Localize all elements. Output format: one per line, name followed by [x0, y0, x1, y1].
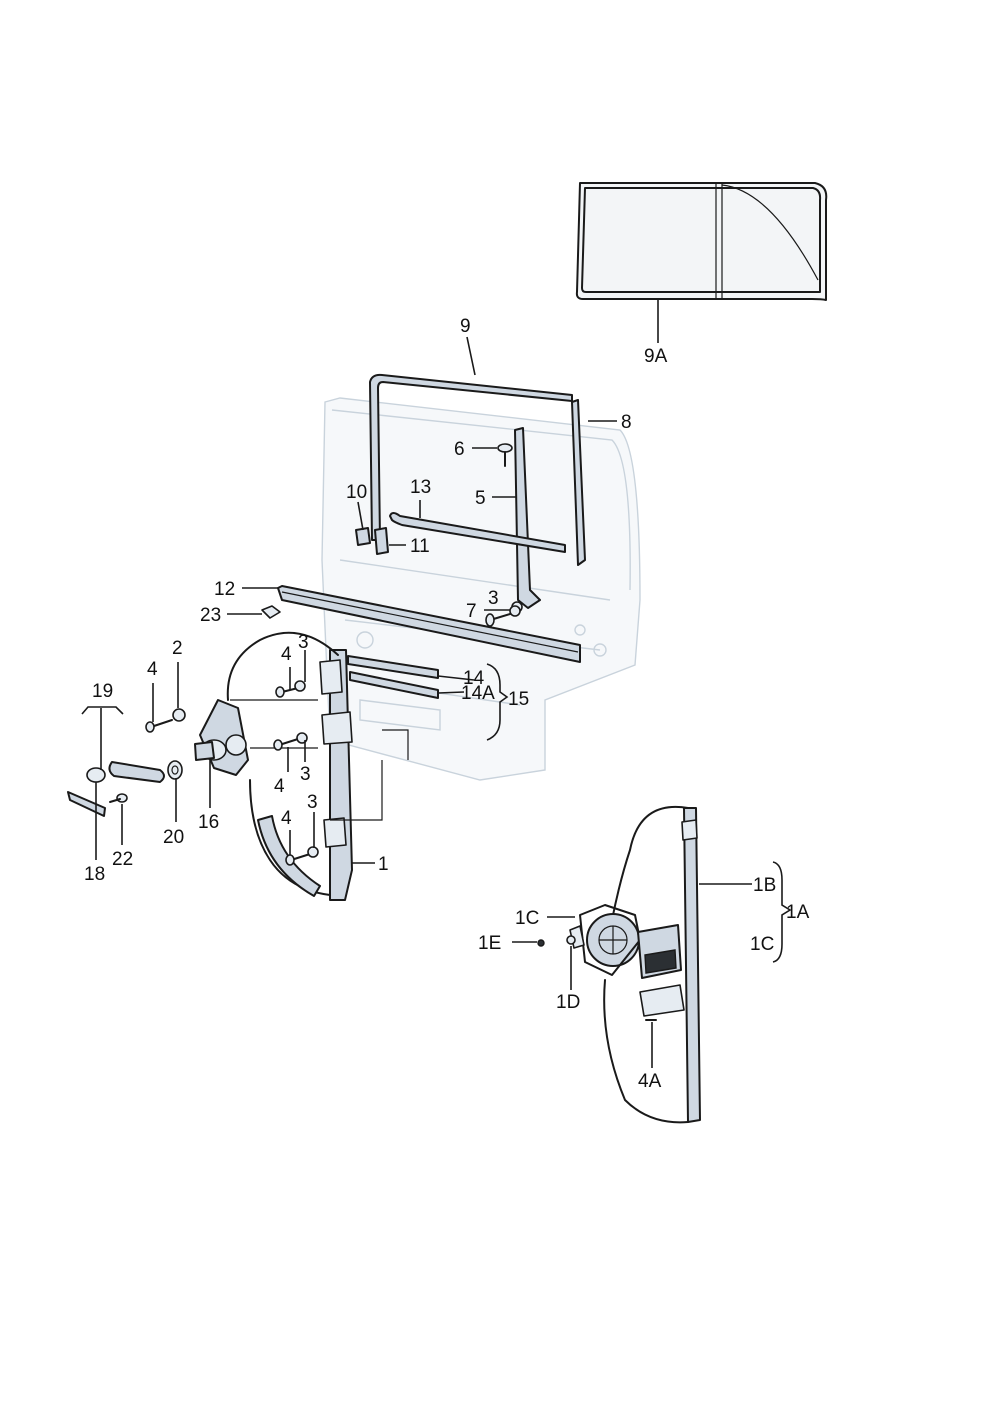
label-2: 2 [172, 638, 183, 659]
label-1: 1 [378, 854, 389, 875]
bolt-4a-drawing [145, 708, 186, 733]
label-10: 10 [346, 482, 367, 503]
door-frame-drawing [321, 397, 641, 781]
window-seal-9a-drawing [575, 182, 828, 301]
label-1c-right: 1C [750, 934, 774, 955]
clip-11-drawing [374, 527, 389, 555]
label-1e: 1E [478, 933, 501, 954]
screw-22-drawing [109, 793, 128, 803]
screw-6-drawing [497, 443, 513, 467]
strip-14-drawing [347, 655, 439, 679]
label-3-low: 3 [307, 792, 318, 813]
washer-20-drawing [167, 760, 183, 780]
bolt-4d-drawing [285, 846, 319, 866]
label-6: 6 [454, 439, 465, 460]
trim-18-drawing [67, 791, 106, 817]
window-channel-9-drawing [369, 373, 573, 541]
label-1c-left: 1C [515, 908, 539, 929]
label-13: 13 [410, 477, 431, 498]
label-9: 9 [460, 316, 471, 337]
label-1b: 1B [753, 875, 776, 896]
leader-lines [81, 299, 792, 1068]
label-3-mid: 3 [300, 764, 311, 785]
electric-regulator-1a-drawing [537, 805, 701, 1124]
label-4-mid: 4 [274, 776, 285, 797]
label-14a: 14A [461, 683, 495, 704]
label-3-mid-top: 3 [298, 632, 309, 653]
handle-cover-19-drawing [86, 761, 165, 783]
bolt-7-drawing [485, 605, 521, 627]
label-11: 11 [410, 536, 430, 557]
label-3-upper: 3 [488, 588, 499, 609]
label-18: 18 [84, 864, 105, 885]
seal-strip-8-drawing [571, 399, 586, 566]
label-4-low: 4 [281, 808, 292, 829]
strip-14a-drawing [349, 671, 439, 699]
seal-13-drawing [389, 512, 566, 553]
label-7: 7 [466, 601, 477, 622]
gear-mechanism-16-drawing [194, 699, 249, 776]
bolt-4b-drawing [275, 680, 306, 698]
label-8: 8 [621, 412, 632, 433]
label-15: 15 [508, 689, 529, 710]
weatherstrip-12-drawing [277, 585, 581, 663]
label-4-mid-top: 4 [281, 644, 292, 665]
label-23: 23 [200, 605, 221, 626]
cap-23-drawing [261, 605, 281, 619]
clip-10-drawing [355, 527, 371, 546]
label-22: 22 [112, 849, 133, 870]
label-14: 14 [463, 668, 485, 689]
regulator-rail-1-drawing [226, 631, 409, 901]
label-1d: 1D [556, 992, 580, 1013]
part-labels: 9A 9 8 6 5 10 13 11 12 23 3 7 14 14A 15 … [84, 316, 810, 1092]
label-19: 19 [92, 681, 113, 702]
label-5: 5 [475, 488, 486, 509]
label-1a: 1A [786, 902, 810, 923]
label-20: 20 [163, 827, 184, 848]
label-12: 12 [214, 579, 235, 600]
label-9a: 9A [644, 346, 668, 367]
label-4a: 4A [638, 1071, 662, 1092]
label-4-left: 4 [147, 659, 158, 680]
label-16: 16 [198, 812, 219, 833]
